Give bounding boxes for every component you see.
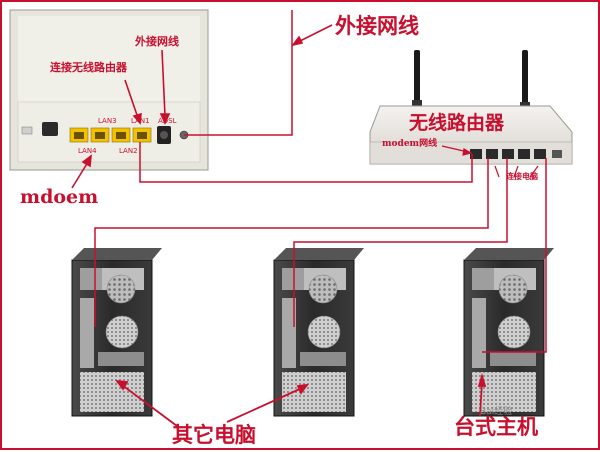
cable-router-to-pc3 <box>482 158 547 353</box>
port-label-lan2: LAN2 <box>119 147 138 155</box>
label-desktop-host: 台式主机 <box>454 414 538 439</box>
pc-label-arrows <box>115 372 487 427</box>
cable-modem-to-router <box>139 142 473 183</box>
modem-annotation-arrows <box>71 24 333 189</box>
label-modem-line: modem网线 <box>382 139 438 149</box>
port-label-lan4: LAN4 <box>78 147 97 155</box>
computer-tower-2 <box>273 248 364 417</box>
modem-device <box>9 9 209 171</box>
watermark: Bai经验 <box>480 407 513 417</box>
router-annotation-arrows <box>441 145 539 178</box>
computer-tower-3 <box>463 248 554 417</box>
label-other-pcs: 其它电脑 <box>172 422 256 447</box>
label-external-line-small: 外接网线 <box>135 35 179 48</box>
label-connect-pc: 连接电脑 <box>506 171 538 181</box>
computer-tower-1 <box>71 248 162 417</box>
cable-external-line <box>184 10 293 136</box>
cable-router-to-pc2 <box>293 158 508 327</box>
port-label-adsl: ADSL <box>158 117 177 125</box>
label-external-line: 外接网线 <box>335 13 419 38</box>
port-label-lan1: LAN1 <box>131 117 150 125</box>
label-connect-wireless-router: 连接无线路由器 <box>50 61 127 74</box>
cable-lines <box>94 10 547 353</box>
cable-router-to-pc1 <box>94 158 489 327</box>
label-wireless-router: 无线路由器 <box>409 112 505 134</box>
port-label-lan3: LAN3 <box>98 117 117 125</box>
label-modem: mdoem <box>20 186 99 208</box>
